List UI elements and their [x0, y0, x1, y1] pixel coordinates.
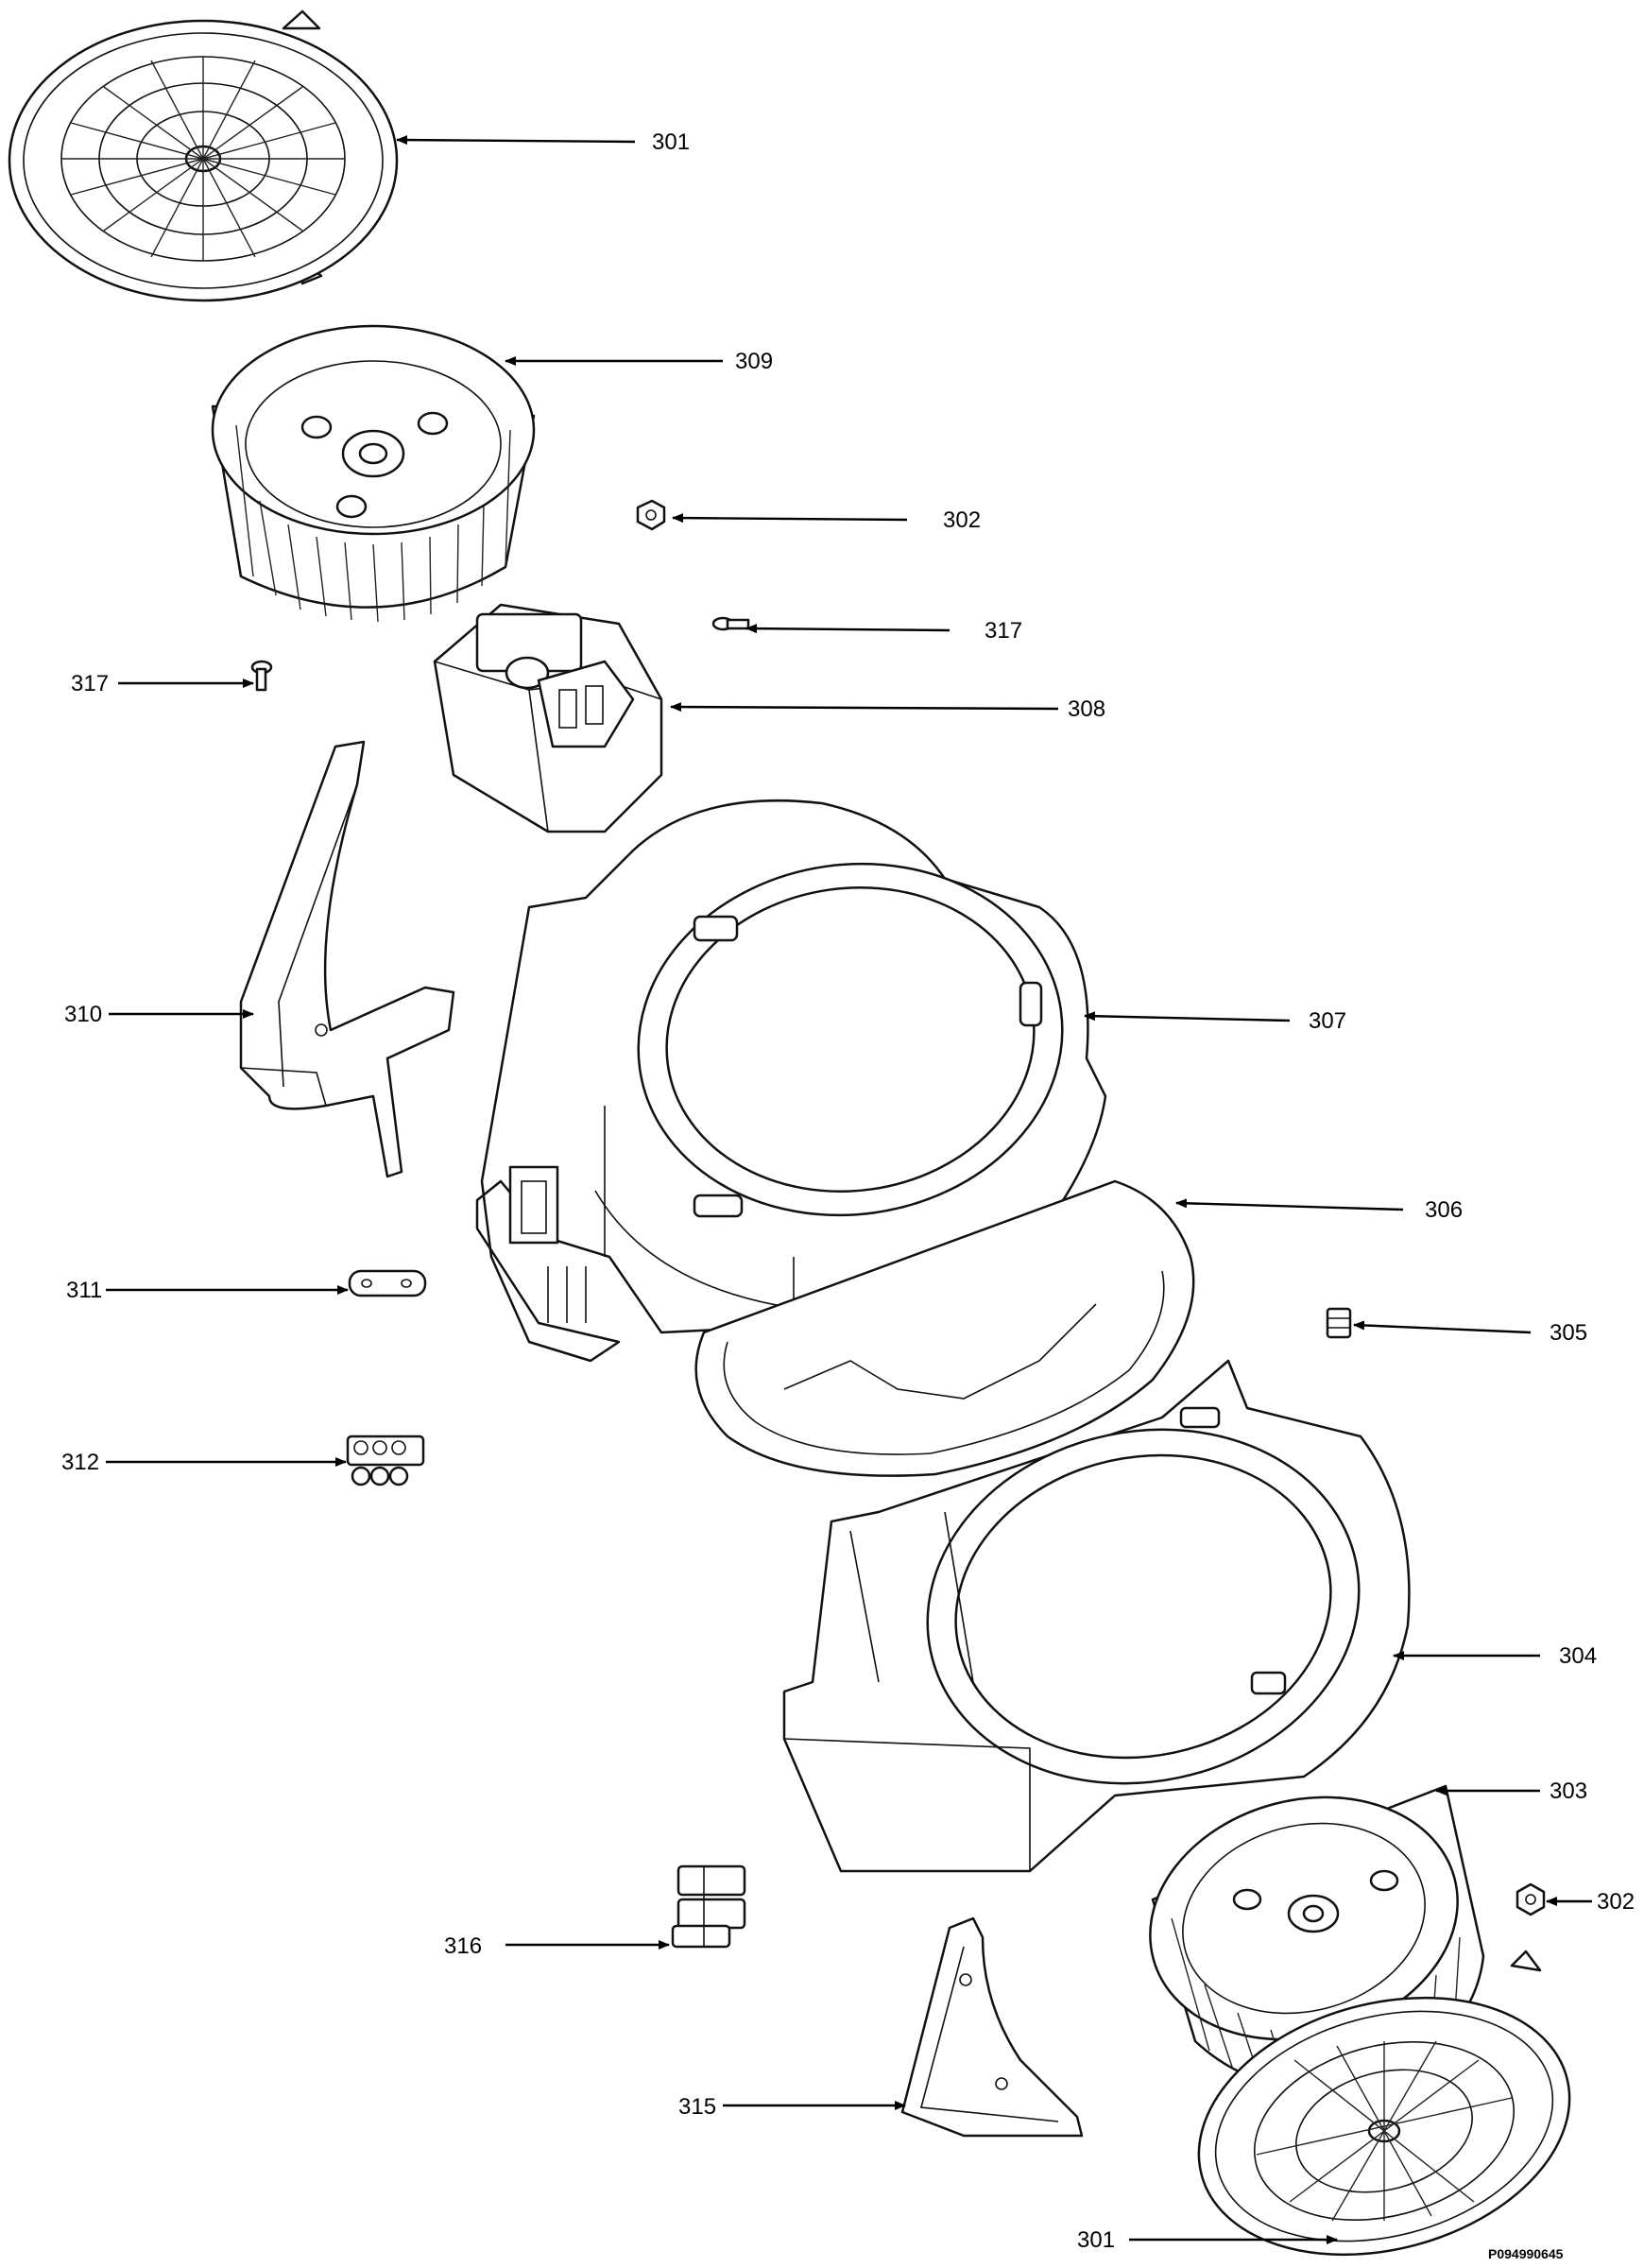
small-connector — [1326, 1307, 1352, 1339]
leader-lines — [106, 135, 1592, 2244]
label-304: 304 — [1559, 1643, 1597, 1669]
fan-grille-cover-bottom — [1197, 1950, 1571, 2257]
screw-right — [711, 616, 750, 631]
terminal-block — [346, 1435, 425, 1486]
label-301-bottom: 301 — [1077, 2227, 1115, 2253]
label-310: 310 — [64, 1002, 102, 1027]
housing-gasket — [694, 1179, 1195, 1477]
motor — [433, 603, 663, 833]
label-308: 308 — [1068, 696, 1105, 722]
label-317-left: 317 — [71, 671, 109, 696]
label-305: 305 — [1550, 1320, 1587, 1346]
blower-wheel-top — [211, 324, 536, 623]
screw-left — [250, 660, 273, 692]
label-302-top: 302 — [943, 507, 981, 533]
document-id: P094990645 — [1488, 2246, 1564, 2261]
label-307: 307 — [1309, 1008, 1346, 1034]
label-301-top: 301 — [652, 129, 690, 155]
hex-nut-bottom — [1516, 1882, 1546, 1916]
hex-nut-top — [636, 499, 666, 531]
label-315: 315 — [678, 2094, 716, 2120]
fan-housing-lower — [782, 1359, 1411, 1873]
callout-labels: 301 309 302 317 317 308 310 307 306 311 … — [61, 129, 1635, 2261]
label-306: 306 — [1425, 1197, 1463, 1223]
wire-connector — [671, 1864, 746, 1949]
mounting-bracket — [239, 740, 455, 1178]
label-317-right: 317 — [985, 618, 1022, 644]
label-302-bottom: 302 — [1597, 1889, 1635, 1915]
fan-grille-cover-top — [8, 9, 399, 302]
fan-housing-upper — [475, 799, 1107, 1363]
cable-clip — [348, 1269, 427, 1297]
label-312: 312 — [61, 1450, 99, 1475]
corner-bracket — [900, 1916, 1084, 2138]
label-303: 303 — [1550, 1778, 1587, 1804]
label-309: 309 — [735, 349, 773, 374]
label-311: 311 — [66, 1278, 102, 1303]
label-316: 316 — [444, 1933, 482, 1959]
